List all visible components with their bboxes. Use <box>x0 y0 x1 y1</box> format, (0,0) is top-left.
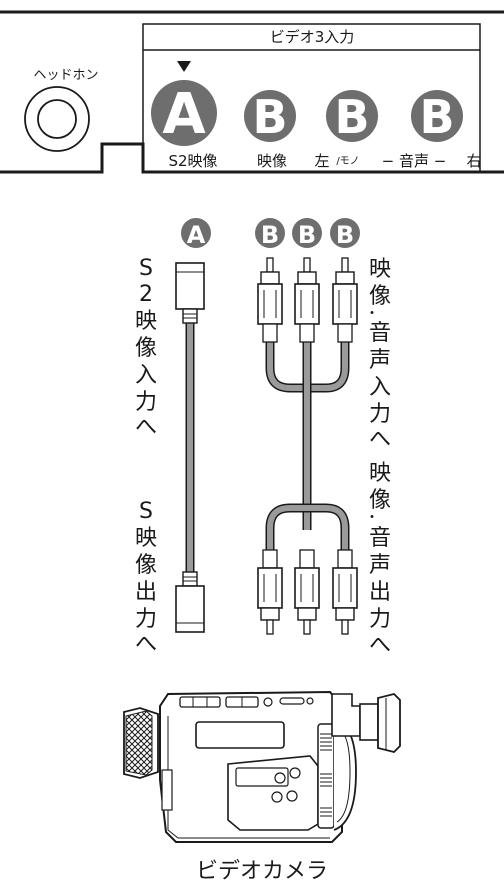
cable-badges: A B B B <box>181 218 360 249</box>
vchar: 音 <box>369 321 391 346</box>
jack-audio-left[interactable]: B <box>326 90 378 144</box>
jack-b-letter: B <box>252 90 287 144</box>
rca-plug-bottom-video <box>257 549 283 635</box>
panel-bottom-edge <box>0 142 504 174</box>
av-output-label: 映 像 ・ 音 声 出 力 へ <box>365 461 391 658</box>
vchar: ・ <box>365 510 379 526</box>
vchar: 声 <box>369 553 391 578</box>
vchar: へ <box>135 415 157 440</box>
vchar: 出 <box>369 580 391 605</box>
rca-plug-top-audio-left <box>294 257 320 343</box>
camcorder-caption: ビデオカメラ <box>196 859 328 884</box>
vchar: 像 <box>369 284 391 309</box>
vchar: 像 <box>135 336 157 361</box>
jack-video[interactable]: B <box>244 90 296 144</box>
vchar: 映 <box>135 309 157 334</box>
label-mono: /モノ <box>336 156 359 167</box>
video3-title: ビデオ3入力 <box>270 28 355 46</box>
vchar: 入 <box>369 375 391 400</box>
cable-a-badge <box>181 218 211 248</box>
vchar: へ <box>369 427 391 452</box>
vchar: 像 <box>369 488 391 513</box>
jack-b-letter: B <box>419 90 454 144</box>
input-panel: ビデオ3入力 ヘッドホン A B B B S2映像 映像 左 /モノ <box>0 10 504 174</box>
label-s2-video: S2映像 <box>168 152 217 170</box>
cable-b-letter: B <box>336 221 354 249</box>
cable-b-letter: B <box>261 221 279 249</box>
vchar: ・ <box>365 306 379 322</box>
rca-plug-bottom-audio-right <box>332 549 358 635</box>
jack-audio-right[interactable]: B <box>411 90 463 144</box>
s-video-plug-top <box>175 262 205 324</box>
rca-plug-bottom-audio-left <box>294 549 320 635</box>
cable-b-badge <box>330 218 360 248</box>
camcorder-icon <box>123 690 401 843</box>
label-video: 映像 <box>257 152 287 170</box>
vchar: S <box>139 499 153 524</box>
vchar: 出 <box>135 580 157 605</box>
cable-a-letter: A <box>187 221 206 249</box>
jack-a-letter: A <box>162 82 206 147</box>
vchar: 力 <box>135 607 157 632</box>
headphone-jack-inner <box>37 99 77 139</box>
vchar: 映 <box>135 526 157 551</box>
vchar: 像 <box>135 553 157 578</box>
cable-b-badge <box>255 218 285 248</box>
label-audio-left: 左 <box>314 152 329 170</box>
s-video-plug-bottom <box>175 571 205 633</box>
rca-plug-top-audio-right <box>332 257 358 343</box>
vchar: 2 <box>139 282 153 307</box>
headphone-label: ヘッドホン <box>33 68 98 83</box>
vchar: 声 <box>369 348 391 373</box>
vchar: 映 <box>369 461 391 486</box>
video3-frame <box>142 23 481 172</box>
vchar: 入 <box>135 363 157 388</box>
label-audio-right: 右 <box>466 152 481 170</box>
s2-video-input-label: S 2 映 像 入 力 へ <box>135 256 157 440</box>
av-input-label: 映 像 ・ 音 声 入 力 へ <box>365 257 391 452</box>
label-audio: − 音声 − <box>382 152 447 170</box>
cable-b-letter: B <box>298 221 316 249</box>
rca-plug-top-video <box>257 257 283 343</box>
s-video-cable <box>175 262 205 633</box>
jack-b-letter: B <box>334 90 369 144</box>
vchar: 映 <box>369 257 391 282</box>
arrow-down-icon <box>177 61 191 72</box>
vchar: 力 <box>369 402 391 427</box>
vchar: S <box>139 256 153 281</box>
vchar: 力 <box>369 607 391 632</box>
vchar: 力 <box>135 390 157 415</box>
vchar: へ <box>135 632 157 657</box>
headphone-jack-outer[interactable] <box>24 86 90 152</box>
vchar: へ <box>369 633 391 658</box>
cable-b-badge <box>292 218 322 248</box>
s-video-output-label: S 映 像 出 力 へ <box>135 499 157 657</box>
vchar: 音 <box>369 526 391 551</box>
av-cable <box>257 257 358 635</box>
jack-s2-video[interactable]: A <box>151 80 217 147</box>
